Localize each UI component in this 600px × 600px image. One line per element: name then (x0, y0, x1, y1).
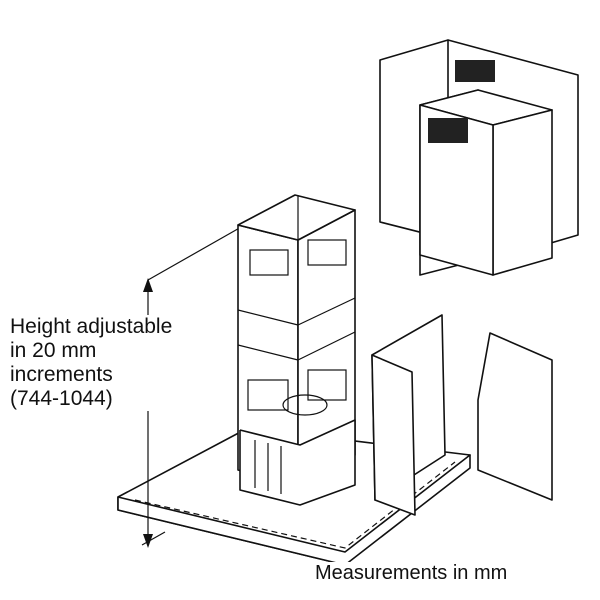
height-label-line-2: in 20 mm (10, 339, 97, 362)
upper-chimney-covers (379, 39, 579, 276)
measurements-note: Measurements in mm (315, 562, 508, 585)
telescopic-frame (237, 194, 356, 506)
height-label-line-4: (744-1044) (10, 387, 113, 410)
lower-chimney-covers (371, 314, 553, 516)
height-label-line-1: Height adjustable (10, 315, 173, 338)
height-label-line-3: increments (10, 363, 113, 386)
height-adjustable-label: Height adjustable in 20 mm increments (7… (10, 315, 173, 411)
vent-slots (428, 60, 495, 143)
